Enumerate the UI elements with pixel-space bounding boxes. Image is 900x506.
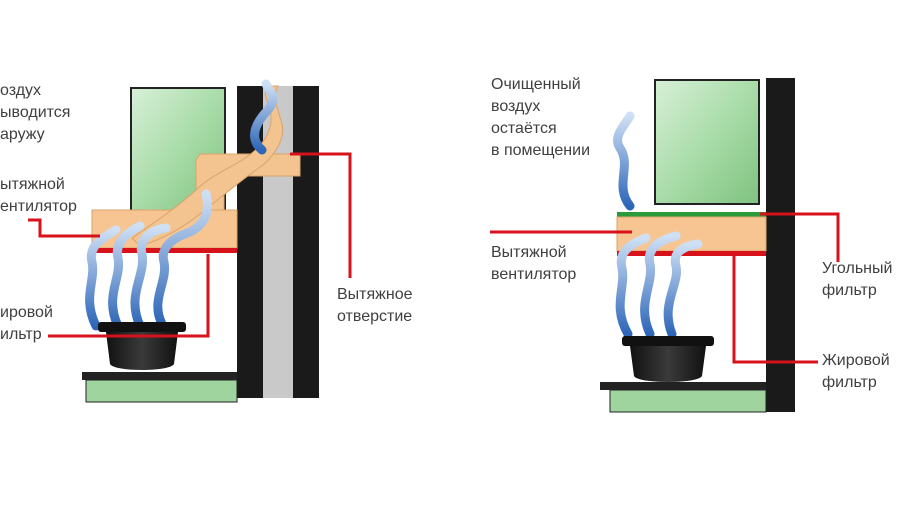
label-line: Жировой xyxy=(822,352,890,369)
label-line: ентилятор xyxy=(0,198,77,215)
left-pot xyxy=(98,322,186,370)
left-label-fan: ытяжной ентилятор xyxy=(0,174,77,218)
label-line: в помещении xyxy=(491,142,590,159)
label-line: оздух xyxy=(0,82,42,99)
right-carbon-filter xyxy=(617,212,766,217)
right-pot xyxy=(622,336,714,382)
right-scheme xyxy=(490,78,840,413)
right-label-grease-filter: Жировой фильтр xyxy=(822,350,890,394)
label-line: Очищенный xyxy=(491,76,581,93)
label-line: ытяжной xyxy=(0,176,65,193)
right-label-fan: Вытяжной вентилятор xyxy=(491,242,576,286)
label-line: ыводится xyxy=(0,104,71,121)
label-line: Угольный xyxy=(822,260,893,277)
right-window xyxy=(654,79,760,205)
left-label-grease-filter: ировой ильтр xyxy=(0,302,53,346)
left-stove-top xyxy=(82,372,237,380)
right-label-clean-air: Очищенный воздух остаётся в помещении xyxy=(491,74,590,162)
right-wall xyxy=(766,78,795,412)
label-line: вентилятор xyxy=(491,266,577,283)
left-scheme xyxy=(28,79,352,403)
label-line: Вытяжной xyxy=(491,244,567,261)
label-line: Вытяжное xyxy=(337,286,413,303)
right-stove-top xyxy=(600,382,766,390)
right-label-carbon-filter: Угольный фильтр xyxy=(822,258,892,302)
right-steam xyxy=(613,111,703,339)
label-line: аружу xyxy=(0,126,45,143)
label-line: отверстие xyxy=(337,308,413,325)
label-line: ильтр xyxy=(0,326,42,343)
left-label-vent-opening: Вытяжное отверстие xyxy=(337,284,413,328)
left-vent-leader xyxy=(290,152,352,278)
left-fan-leader xyxy=(28,218,100,238)
label-line: фильтр xyxy=(822,374,877,391)
label-line: остаётся xyxy=(491,120,557,137)
left-steam xyxy=(85,79,278,331)
label-line: фильтр xyxy=(822,282,877,299)
right-grease-filter xyxy=(617,251,766,256)
left-leader-lines xyxy=(28,152,352,338)
label-line: ировой xyxy=(0,304,53,321)
left-label-exhaust-air: оздух ыводится аружу xyxy=(0,80,70,146)
right-grease-leader xyxy=(732,254,818,364)
left-stove xyxy=(85,379,238,403)
right-stove xyxy=(609,389,767,413)
right-carbon-leader xyxy=(760,212,840,262)
label-line: воздух xyxy=(491,98,541,115)
left-grease-leader xyxy=(48,254,210,338)
right-leader-lines xyxy=(490,212,840,364)
